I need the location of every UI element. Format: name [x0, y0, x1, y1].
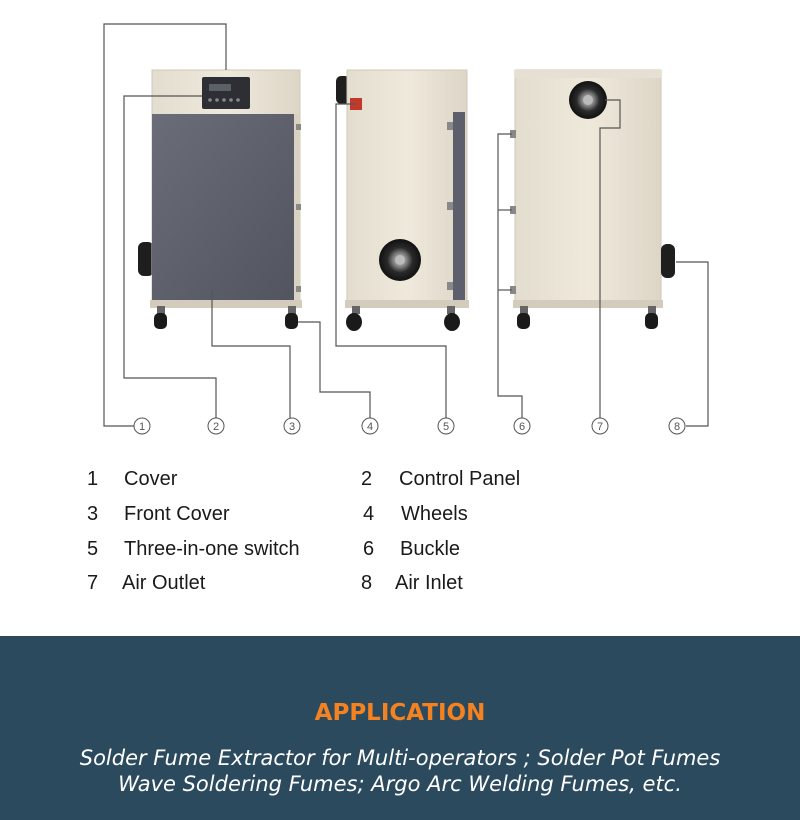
leader-line-5	[335, 103, 447, 418]
back-base-plate	[513, 300, 663, 308]
wheel	[154, 306, 167, 329]
callout-8: 8	[668, 417, 686, 435]
product-diagram: 1 2 3 4 5 6 7 8	[103, 23, 709, 435]
legend-label: Wheels	[401, 503, 468, 525]
legend-label: Three-in-one switch	[124, 538, 300, 560]
legend-number: 3	[87, 503, 99, 525]
legend-number: 8	[361, 572, 373, 594]
side-port-left	[138, 242, 154, 276]
callout-number: 8	[674, 421, 680, 433]
air-inlet	[661, 244, 675, 278]
wheel	[517, 306, 530, 329]
leader-line-8	[676, 261, 709, 427]
callout-5: 5	[437, 417, 455, 435]
leader-lines	[103, 23, 709, 427]
legend-item-air-outlet: 7 Air Outlet	[87, 572, 205, 595]
legend-number: 2	[361, 468, 373, 490]
callout-number: 1	[139, 421, 145, 433]
legend-label: Front Cover	[124, 503, 230, 525]
leader-line-4	[298, 321, 371, 418]
leader-line-2	[123, 95, 217, 418]
legend-item-front-cover: 3 Front Cover	[87, 503, 230, 526]
side-base-plate	[345, 300, 469, 308]
wheel	[346, 306, 362, 331]
leader-line-7	[599, 99, 621, 418]
legend-number: 5	[87, 538, 99, 560]
callout-6: 6	[513, 417, 531, 435]
legend-item-air-inlet: 8 Air Inlet	[361, 572, 463, 595]
legend-item-control-panel: 2 Control Panel	[361, 468, 520, 491]
callout-4: 4	[361, 417, 379, 435]
legend-label: Air Outlet	[122, 572, 206, 594]
legend-label: Cover	[124, 468, 178, 490]
back-top-lip	[515, 70, 661, 78]
legend-label: Air Inlet	[395, 572, 463, 594]
legend-item-buckle: 6 Buckle	[363, 538, 460, 561]
front-cover-latches	[296, 124, 301, 292]
control-panel-buttons	[208, 98, 240, 102]
legend-number: 6	[363, 538, 375, 560]
callout-3: 3	[283, 417, 301, 435]
legend-label: Buckle	[400, 538, 461, 560]
legend-item-wheels: 4 Wheels	[363, 503, 468, 526]
callout-number: 6	[519, 421, 525, 433]
application-section	[0, 636, 800, 820]
front-view	[138, 69, 302, 329]
application-line-1: Solder Fume Extractor for Multi-operator…	[79, 746, 721, 770]
callout-number: 4	[367, 421, 373, 433]
wheel	[444, 306, 460, 331]
legend-number: 1	[87, 468, 99, 490]
callout-1: 1	[133, 417, 151, 435]
legend-number: 7	[87, 572, 99, 594]
callout-7: 7	[591, 417, 609, 435]
application-title: APPLICATION	[314, 700, 486, 726]
application-line-2: Wave Soldering Fumes; Argo Arc Welding F…	[118, 772, 682, 796]
callout-number: 2	[213, 421, 219, 433]
side-door-edge	[453, 112, 465, 302]
control-panel	[202, 77, 250, 109]
leader-line-3	[211, 290, 291, 418]
back-view	[510, 69, 675, 329]
legend-item-three-in-one-switch: 5 Three-in-one switch	[87, 538, 300, 561]
back-buckles	[510, 130, 516, 294]
side-air-port-hub	[395, 255, 405, 265]
wheel	[285, 306, 298, 329]
air-outlet-hub	[583, 95, 593, 105]
callout-number: 7	[597, 421, 603, 433]
side-view	[336, 69, 469, 331]
legend-number: 4	[363, 503, 375, 525]
leader-line-6	[497, 133, 523, 418]
callout-2: 2	[207, 417, 225, 435]
base-plate	[150, 300, 302, 308]
legend-item-cover: 1 Cover	[87, 468, 177, 491]
control-panel-display	[209, 84, 231, 91]
legend-label: Control Panel	[399, 468, 521, 490]
front-cover	[152, 114, 294, 300]
wheel	[645, 306, 658, 329]
leader-line-1	[103, 23, 227, 427]
side-latches	[447, 122, 453, 290]
callout-number: 5	[443, 421, 449, 433]
callout-number: 3	[289, 421, 295, 433]
